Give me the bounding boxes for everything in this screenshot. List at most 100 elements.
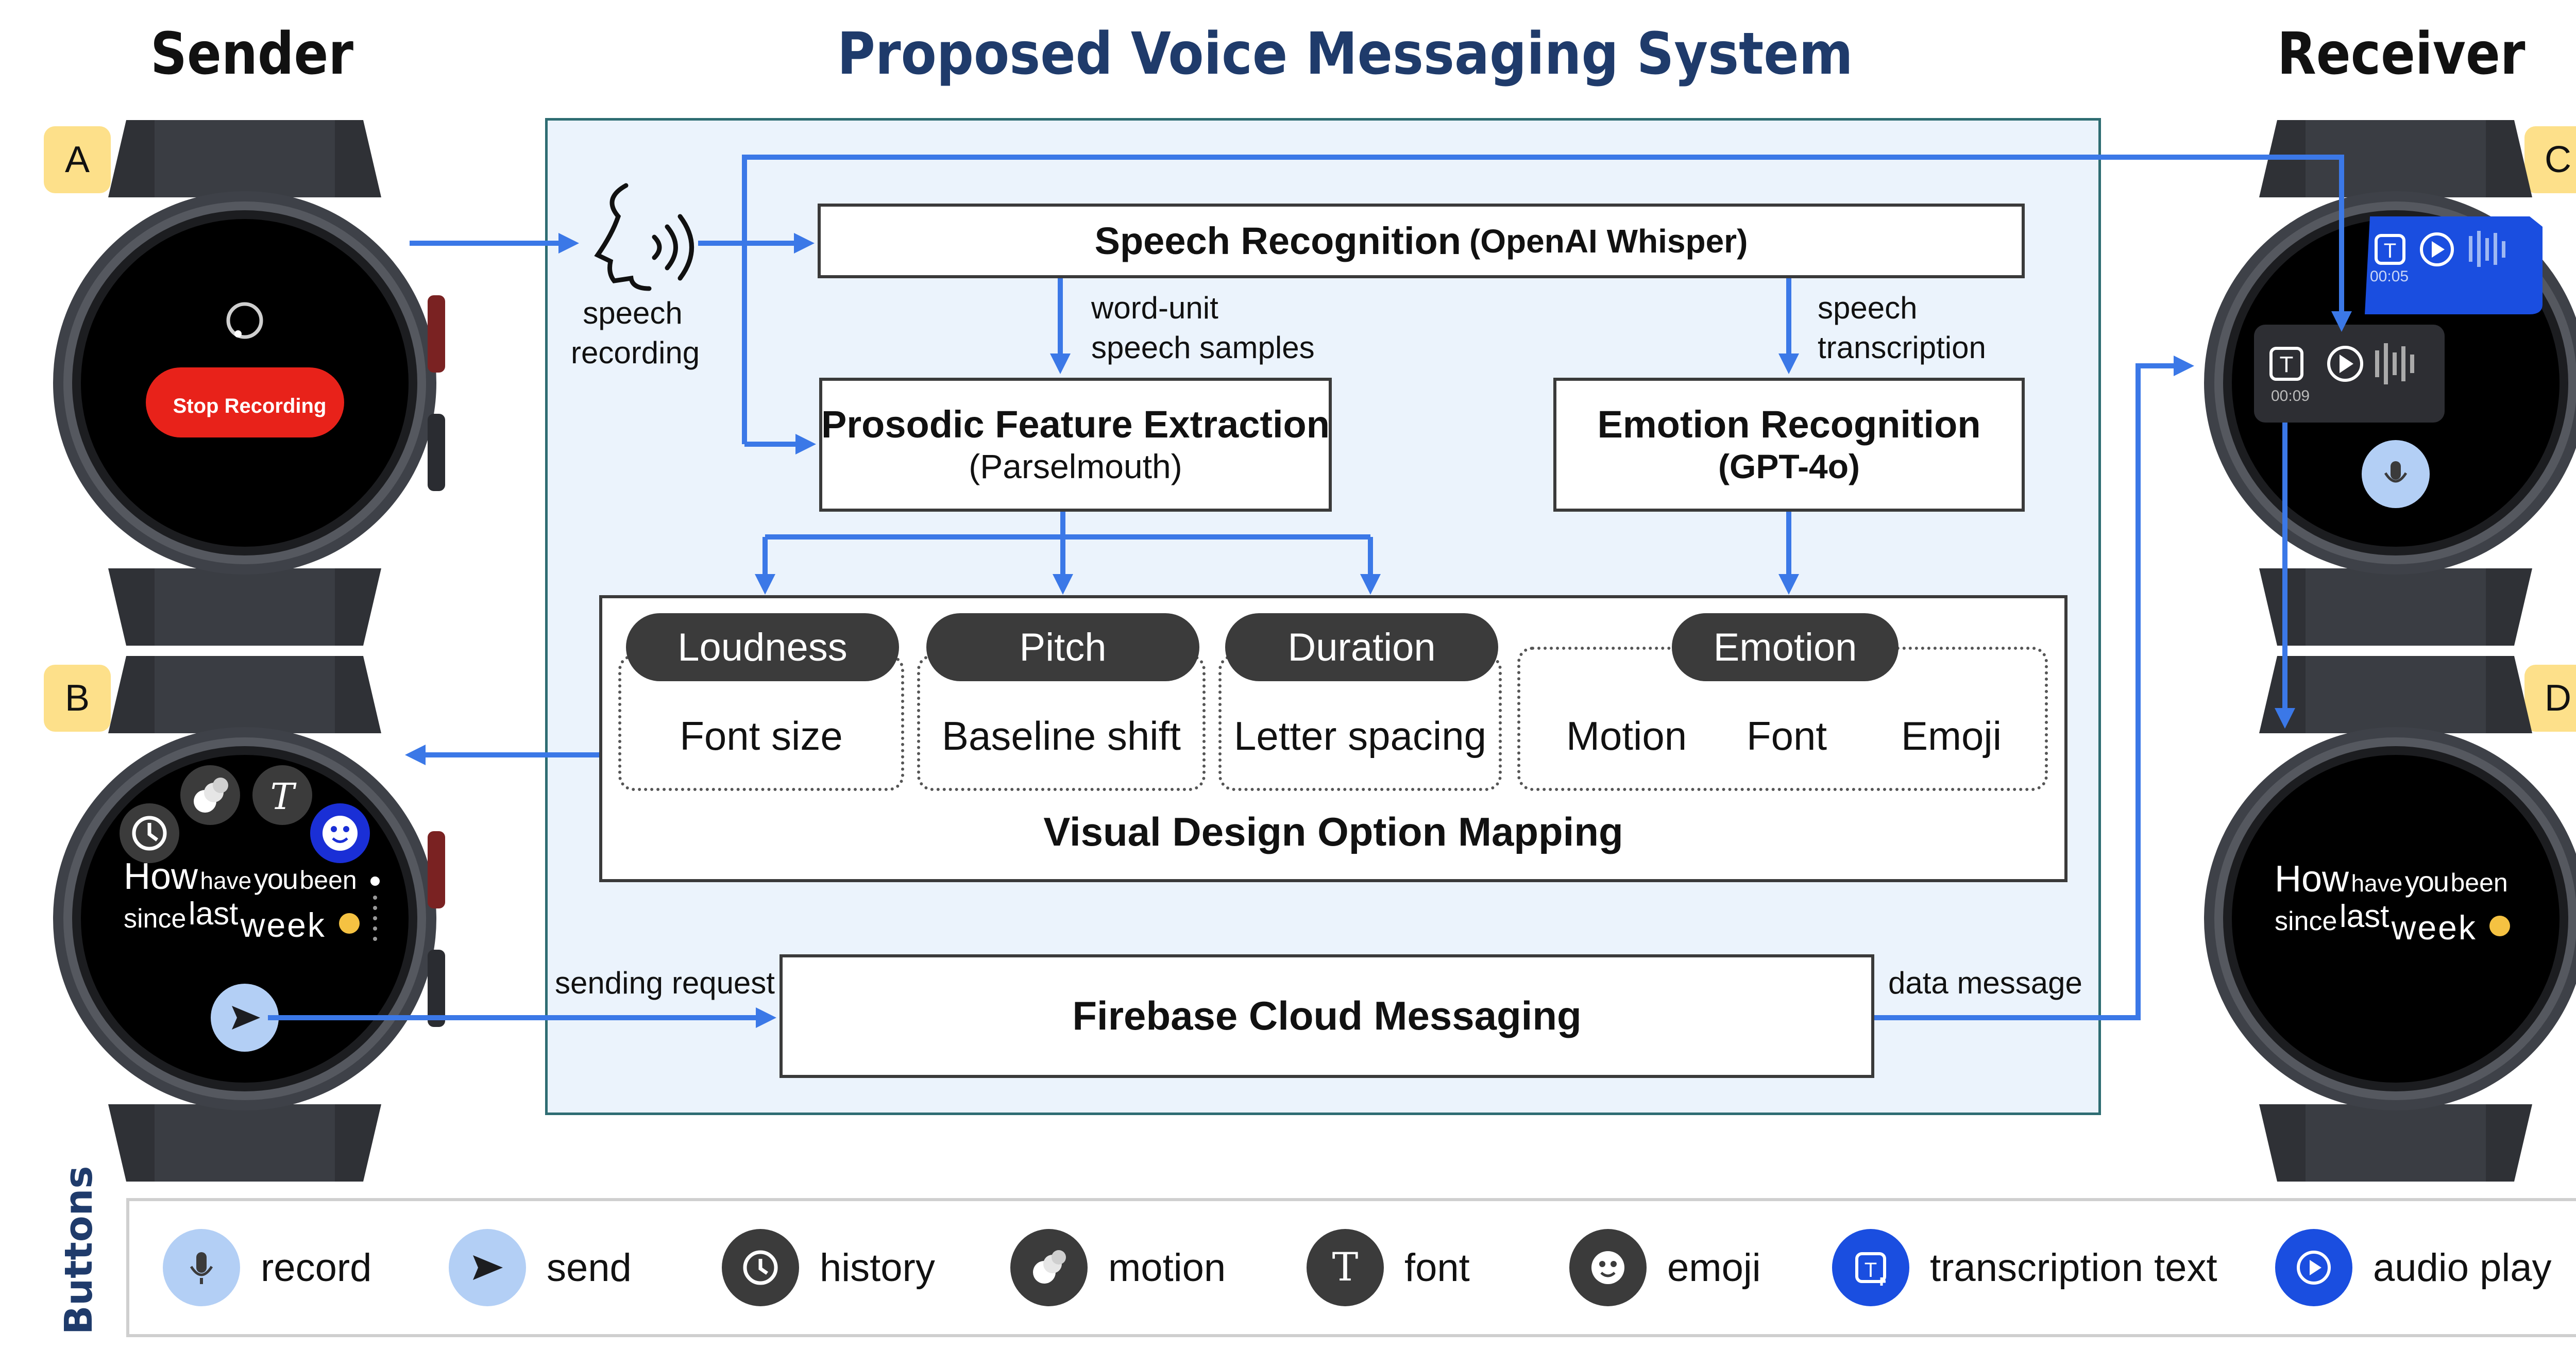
word-how: How — [2275, 858, 2349, 900]
transcription-text-icon: T — [1832, 1229, 1909, 1306]
badge-b: B — [44, 665, 111, 732]
sending-request-label: sending request — [555, 966, 775, 1000]
legend-audio-play: audio play — [2275, 1201, 2552, 1334]
letter-spacing-option: Letter spacing — [1234, 713, 1486, 759]
legend-audio-play-label: audio play — [2373, 1245, 2552, 1290]
legend-record: record — [163, 1201, 371, 1334]
motion-icon — [1010, 1229, 1088, 1306]
legend-send-label: send — [547, 1245, 632, 1290]
watch-b-message: How have you been since last week — [124, 855, 366, 945]
svg-text:T: T — [2280, 352, 2294, 377]
word-how: How — [124, 856, 198, 897]
data-message-label: data message — [1888, 966, 2082, 1000]
legend-history-label: history — [820, 1245, 935, 1290]
history-icon — [722, 1229, 799, 1306]
word-been: been — [2450, 868, 2508, 897]
legend-motion-label: motion — [1108, 1245, 1226, 1290]
speech-label-line1: speech — [583, 296, 683, 330]
emoji-option: Emoji — [1901, 713, 2002, 759]
send-icon — [449, 1229, 526, 1306]
badge-d: D — [2524, 665, 2576, 732]
badge-a: A — [44, 126, 111, 193]
system-title: Proposed Voice Messaging System — [837, 21, 1853, 88]
font-size-option: Font size — [680, 713, 843, 759]
duration-pill: Duration — [1225, 613, 1498, 681]
word-unit-line2: speech samples — [1091, 330, 1315, 365]
motion-option: Motion — [1566, 713, 1687, 759]
audio-play-icon — [2275, 1229, 2352, 1306]
prosodic-model: (Parselmouth) — [969, 447, 1182, 485]
word-last: last — [188, 896, 239, 932]
stop-recording-label: Stop Recording — [173, 395, 327, 417]
transcription-line1: speech — [1818, 291, 1918, 325]
speech-label-line2: recording — [571, 335, 700, 370]
font-option: Font — [1747, 713, 1827, 759]
speech-recognition-title: Speech Recognition — [1094, 219, 1461, 262]
firebase-title: Firebase Cloud Messaging — [1072, 993, 1582, 1039]
time-received: 00:09 — [2271, 387, 2310, 405]
firebase-box: Firebase Cloud Messaging — [779, 954, 1874, 1078]
sender-title: Sender — [150, 21, 354, 88]
stop-recording-button[interactable] — [146, 367, 344, 437]
prosodic-title: Prosodic Feature Extraction — [821, 402, 1330, 446]
legend-transcription-text: T transcription text — [1832, 1201, 2217, 1334]
loudness-pill: Loudness — [626, 613, 899, 681]
emotion-title: Emotion Recognition — [1597, 402, 1981, 446]
word-unit-line1: word-unit — [1091, 291, 1218, 325]
buttons-legend-title: Buttons — [57, 1166, 101, 1335]
transcription-line2: transcription — [1818, 330, 1986, 365]
speech-recognition-model: (OpenAI Whisper) — [1469, 222, 1748, 260]
legend-transcription-label: transcription text — [1930, 1245, 2217, 1290]
emotion-model: (GPT-4o) — [1718, 447, 1860, 485]
transcription-label: speech transcription — [1818, 289, 1986, 368]
mic-icon — [163, 1229, 240, 1306]
recording-indicator-icon — [226, 302, 263, 339]
buttons-legend: record send history motion T font — [126, 1198, 2576, 1337]
svg-text:T: T — [1332, 1244, 1359, 1290]
emoji-icon — [339, 913, 360, 934]
word-since: since — [124, 904, 187, 934]
legend-send: send — [449, 1201, 632, 1334]
word-week: week — [240, 906, 326, 944]
legend-emoji: emoji — [1569, 1201, 1761, 1334]
svg-text:T: T — [1865, 1259, 1877, 1282]
word-week: week — [2391, 908, 2477, 947]
word-unit-label: word-unit speech samples — [1091, 289, 1315, 368]
svg-text:T: T — [2384, 240, 2396, 262]
emoji-icon — [1569, 1229, 1647, 1306]
legend-font: T font — [1307, 1201, 1470, 1334]
font-button[interactable] — [252, 765, 312, 825]
emoji-icon — [2489, 916, 2510, 936]
speech-recording-label: speech recording — [571, 294, 700, 373]
font-icon: T — [1307, 1229, 1384, 1306]
badge-c: C — [2524, 126, 2576, 193]
word-since: since — [2275, 906, 2337, 936]
legend-motion: motion — [1010, 1201, 1226, 1334]
speech-recognition-box: Speech Recognition (OpenAI Whisper) — [818, 204, 2025, 278]
svg-text:T: T — [270, 776, 297, 818]
watch-d-message: How have you been since last week — [2275, 858, 2517, 947]
legend-history: history — [722, 1201, 935, 1334]
mapping-title: Visual Design Option Mapping — [1043, 809, 1623, 855]
word-have: have — [200, 867, 252, 894]
receiver-title: Receiver — [2277, 21, 2526, 88]
emotion-pill: Emotion — [1672, 613, 1899, 681]
legend-font-label: font — [1404, 1245, 1470, 1290]
legend-emoji-label: emoji — [1667, 1245, 1761, 1290]
message-bubble-latest[interactable] — [2365, 216, 2543, 314]
speaking-head-icon — [594, 183, 694, 291]
pitch-pill: Pitch — [926, 613, 1199, 681]
prosodic-feature-box: Prosodic Feature Extraction (Parselmouth… — [819, 378, 1332, 512]
legend-record-label: record — [261, 1245, 372, 1290]
emotion-recognition-box: Emotion Recognition (GPT-4o) — [1553, 378, 2025, 512]
word-have: have — [2351, 870, 2403, 897]
time-latest: 00:05 — [2370, 268, 2409, 285]
baseline-shift-option: Baseline shift — [942, 713, 1181, 759]
word-been: been — [299, 866, 357, 895]
word-you: you — [2404, 865, 2449, 898]
word-last: last — [2339, 899, 2389, 934]
word-you: you — [253, 863, 298, 895]
